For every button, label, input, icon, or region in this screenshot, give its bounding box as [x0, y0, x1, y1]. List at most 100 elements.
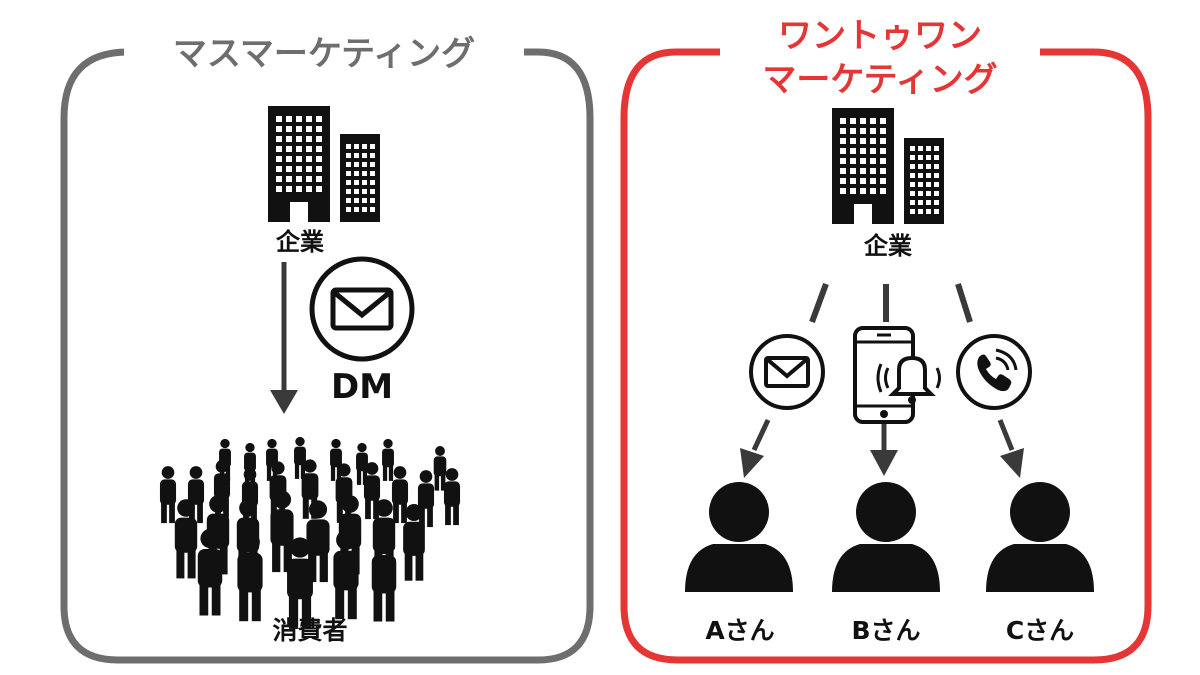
- building-window: [880, 178, 886, 184]
- building-window: [840, 118, 846, 124]
- building-window: [860, 188, 866, 194]
- building-window: [910, 146, 915, 151]
- building-icon: [268, 106, 380, 222]
- mass-title: マスマーケティング: [124, 36, 524, 73]
- building-window: [286, 186, 292, 192]
- building-window: [362, 162, 367, 167]
- person-silhouette: [417, 470, 435, 528]
- building-window: [840, 168, 846, 174]
- building-window: [370, 207, 375, 212]
- building-window: [918, 155, 923, 160]
- building-window: [354, 162, 359, 167]
- person-silhouette: [159, 466, 177, 524]
- person-silhouette: [403, 503, 425, 581]
- building-window: [296, 126, 302, 132]
- customer-c-label: Cさん: [1005, 616, 1075, 645]
- building-window: [354, 171, 359, 176]
- building-window: [354, 153, 359, 158]
- building-window: [926, 155, 931, 160]
- building-window: [362, 171, 367, 176]
- building-window: [296, 176, 302, 182]
- building-window: [840, 148, 846, 154]
- building-window: [850, 118, 856, 124]
- building-window: [316, 146, 322, 152]
- building-window: [910, 155, 915, 160]
- person-icon: [986, 482, 1094, 592]
- building-window: [354, 180, 359, 185]
- building-window: [870, 128, 876, 134]
- one-to-one-title-line1: ワントゥワン: [720, 18, 1040, 55]
- building-window: [910, 209, 915, 214]
- building-window: [926, 173, 931, 178]
- building-window: [296, 136, 302, 142]
- building-window: [346, 207, 351, 212]
- building-window: [306, 176, 312, 182]
- building-window: [850, 148, 856, 154]
- building-window: [880, 168, 886, 174]
- building-window: [934, 182, 939, 187]
- building-window: [880, 138, 886, 144]
- building-window: [370, 189, 375, 194]
- building-window: [870, 178, 876, 184]
- person-silhouette: [287, 537, 313, 629]
- person-silhouette: [237, 532, 263, 622]
- building-window: [880, 148, 886, 154]
- person-silhouette: [197, 528, 223, 616]
- building-window: [840, 128, 846, 134]
- building-window: [306, 166, 312, 172]
- building-window: [370, 198, 375, 203]
- building-window: [918, 164, 923, 169]
- person-silhouette: [174, 499, 198, 579]
- building-window: [362, 153, 367, 158]
- building-window: [362, 144, 367, 149]
- building-window: [276, 186, 282, 192]
- building-window: [934, 173, 939, 178]
- building-window: [910, 182, 915, 187]
- person-silhouette: [391, 466, 409, 524]
- building-window: [362, 180, 367, 185]
- building-window: [840, 158, 846, 164]
- building-window: [926, 191, 931, 196]
- person-silhouette: [333, 530, 359, 620]
- smartphone-notification-icon: [853, 326, 941, 424]
- building-window: [286, 176, 292, 182]
- one-to-one-company-label: 企業: [864, 232, 912, 260]
- building-window: [934, 209, 939, 214]
- building-window: [860, 148, 866, 154]
- building-window: [850, 188, 856, 194]
- building-window: [918, 182, 923, 187]
- building-window: [870, 168, 876, 174]
- person-silhouette: [433, 446, 447, 491]
- building-window: [870, 188, 876, 194]
- building-window: [860, 178, 866, 184]
- building-window: [276, 166, 282, 172]
- building-window: [370, 162, 375, 167]
- building-window: [286, 116, 292, 122]
- building-window: [286, 146, 292, 152]
- building-window: [346, 144, 351, 149]
- building-window: [296, 146, 302, 152]
- building-window: [850, 128, 856, 134]
- building-window: [934, 146, 939, 151]
- building-window: [316, 166, 322, 172]
- building-window: [276, 136, 282, 142]
- building-window: [880, 188, 886, 194]
- one-to-one-frame: [620, 48, 1152, 664]
- building-window: [370, 180, 375, 185]
- connector-line: [809, 282, 829, 324]
- connector-line: [955, 283, 973, 323]
- building-window: [306, 116, 312, 122]
- building-window: [934, 164, 939, 169]
- building-window: [276, 116, 282, 122]
- building-window: [346, 189, 351, 194]
- building-window: [918, 209, 923, 214]
- building-window: [918, 200, 923, 205]
- customer-b-label: Bさん: [851, 616, 921, 645]
- building-window: [286, 136, 292, 142]
- building-window: [918, 146, 923, 151]
- building-window: [926, 164, 931, 169]
- building-window: [346, 171, 351, 176]
- person-icon: [832, 482, 940, 592]
- building-window: [306, 126, 312, 132]
- person-silhouette: [443, 468, 461, 526]
